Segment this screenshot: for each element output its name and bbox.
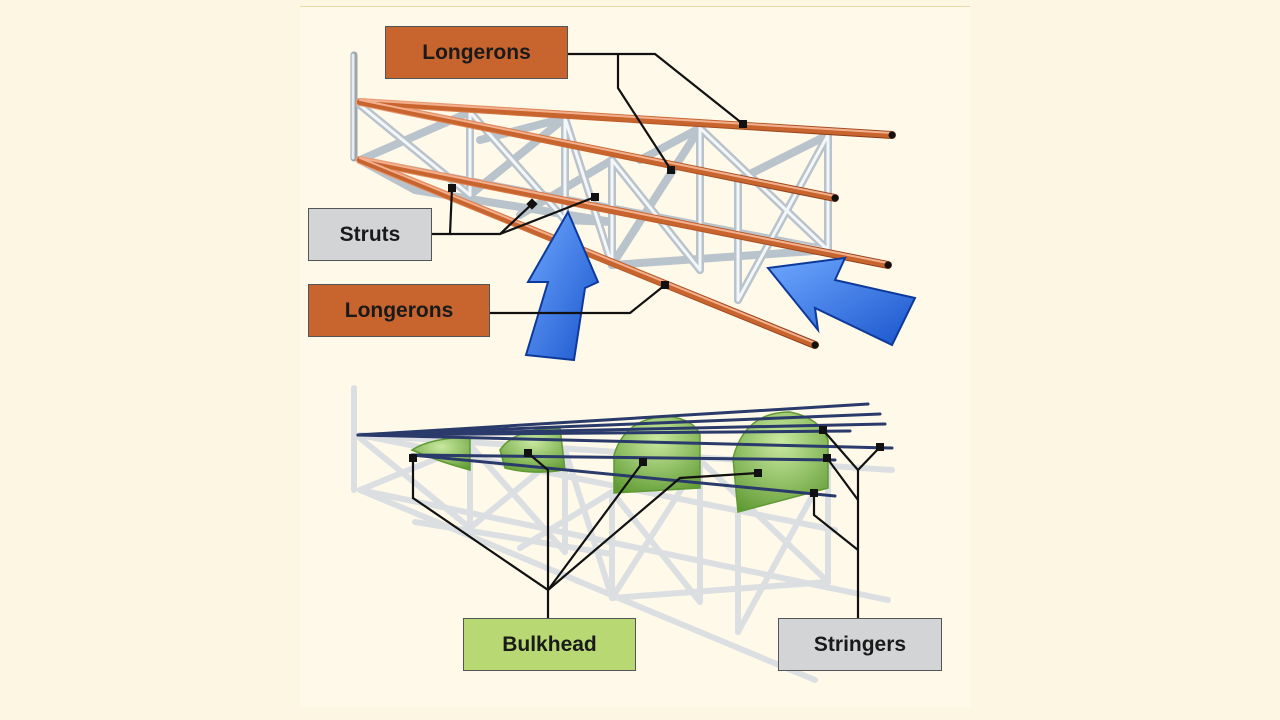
longerons-label-top: Longerons	[385, 26, 568, 79]
bottom-leader-lines	[411, 429, 881, 618]
load-arrow-up	[524, 209, 600, 362]
bulkhead-label: Bulkhead	[463, 618, 636, 671]
load-arrow-side	[766, 256, 917, 347]
bottom-truss	[351, 385, 895, 683]
top-leader-lines	[432, 52, 744, 315]
top-leader-dots	[448, 120, 747, 289]
stringers-label: Stringers	[778, 618, 942, 671]
stringers-group	[356, 402, 894, 498]
struts-label: Struts	[308, 208, 432, 261]
bottom-leader-dots	[409, 426, 884, 497]
longerons-label-bottom: Longerons	[308, 284, 490, 337]
top-truss	[350, 51, 917, 362]
